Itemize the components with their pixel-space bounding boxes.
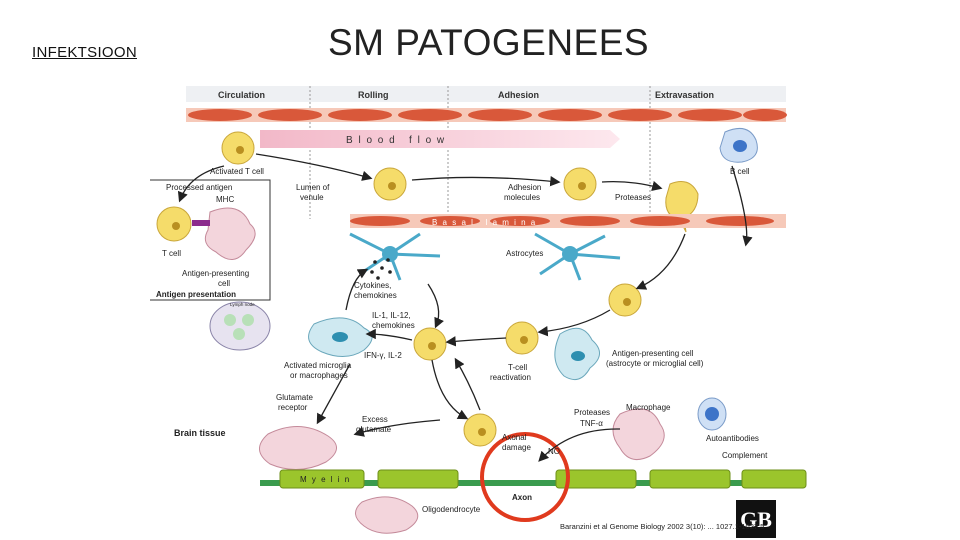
label-lumen-2: venule (300, 193, 324, 202)
label-cytokines-1: Cytokines, (354, 281, 391, 290)
stage-rolling: Rolling (358, 90, 389, 100)
basal-lamina (350, 214, 786, 228)
lymph-node (209, 301, 271, 351)
label-adhesion-2: molecules (504, 193, 540, 202)
oligodendrocyte (355, 496, 419, 534)
label-no: NO (548, 447, 560, 456)
label-brain-tissue: Brain tissue (174, 428, 226, 438)
label-reactivation-2: reactivation (490, 373, 531, 382)
cytokine-particles (370, 258, 392, 280)
label-macrophage: Macrophage (626, 403, 671, 412)
b-cell-label: B cell (730, 167, 750, 176)
genome-biology-logo: GB (736, 500, 776, 538)
axonal-damage-highlight (480, 432, 570, 522)
label-axonal-1: Axonal (502, 433, 527, 442)
label-il-2: chemokines (372, 321, 415, 330)
label-antigen-presentation: Antigen presentation (156, 290, 236, 299)
stage-adhesion: Adhesion (498, 90, 539, 100)
basal-lamina-label: B a s a l l a m i n a (432, 218, 537, 227)
label-oligodendrocyte: Oligodendrocyte (422, 505, 481, 514)
label-microglia-2: or macrophages (290, 371, 348, 380)
diagram-labels: Activated T cell Processed antigen MHC T… (156, 167, 768, 514)
label-t-cell: T cell (162, 249, 181, 258)
stage-bar (186, 86, 786, 102)
label-apc-2: cell (218, 279, 230, 288)
label-lymph-node: Lymph node (230, 302, 255, 307)
plasma-cell (697, 397, 727, 431)
stage-extravasation: Extravasation (655, 90, 714, 100)
slide-title: SM PATOGENEES (328, 22, 650, 63)
label-lumen-1: Lumen of (296, 183, 330, 192)
label-astrocytes: Astrocytes (506, 249, 543, 258)
stage-circulation: Circulation (218, 90, 265, 100)
b-cell (719, 127, 758, 163)
label-axon: Axon (512, 493, 532, 502)
label-complement: Complement (722, 451, 768, 460)
label-tnf: TNF-α (580, 419, 603, 428)
label-axonal-2: damage (502, 443, 531, 452)
ms-pathogenesis-diagram: Circulation Rolling Adhesion Extravasati… (150, 86, 807, 534)
label-mhc: MHC (216, 195, 234, 204)
label-microglia-1: Activated microglia (284, 361, 352, 370)
macrophage (612, 408, 665, 461)
axon (260, 480, 806, 486)
glutamate-receptor-neuron (259, 425, 337, 470)
label-proteases-2: Proteases (574, 408, 610, 417)
antigen-presentation-box (150, 179, 271, 301)
label-apc2-1: Antigen-presenting cell (612, 349, 694, 358)
label-cytokines-2: chemokines (354, 291, 397, 300)
label-ifn: IFN-γ, IL-2 (364, 351, 402, 360)
citation: Baranzini et al Genome Biology 2002 3(10… (560, 522, 765, 531)
astrocytes (349, 232, 621, 281)
label-processed-antigen: Processed antigen (166, 183, 232, 192)
myelin-sheath (279, 469, 807, 489)
label-proteases: Proteases (615, 193, 651, 202)
label-apc-1: Antigen-presenting (182, 269, 249, 278)
myelin-label: M y e l i n (300, 475, 351, 484)
label-adhesion-1: Adhesion (508, 183, 541, 192)
t-cells (156, 131, 699, 447)
label-il-1: IL-1, IL-12, (372, 311, 411, 320)
label-glutamate-2: receptor (278, 403, 308, 412)
endothelium-top (186, 108, 787, 122)
label-apc2-2: (astrocyte or microglial cell) (606, 359, 704, 368)
label-reactivation-1: T-cell (508, 363, 527, 372)
antigen-presenting-cell (204, 207, 256, 260)
section-tag: INFEKTSIOON (32, 44, 137, 61)
label-glutamate-1: Glutamate (276, 393, 313, 402)
flow-arrows (177, 153, 753, 462)
label-autoantibodies: Autoantibodies (706, 434, 759, 443)
label-activated-t-cell: Activated T cell (210, 167, 264, 176)
label-excess-2: glutamate (356, 425, 392, 434)
blood-flow-label: B l o o d f l o w (346, 135, 446, 146)
blood-flow-arrow (260, 130, 620, 148)
label-excess-1: Excess (362, 415, 388, 424)
